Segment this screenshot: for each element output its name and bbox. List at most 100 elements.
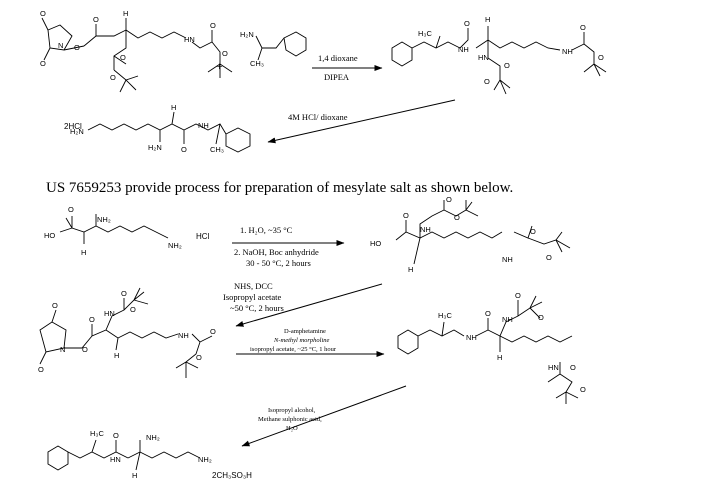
lisdexamfetamine-mesylate-structure: H₃C O NH₂ HN H NH₂: [47, 429, 212, 480]
salt-label: HCl: [196, 232, 210, 241]
atom-label: NH: [198, 121, 209, 130]
arrow2-condition: 4M HCl/ dioxane: [288, 112, 348, 122]
atom-label: HO: [370, 239, 381, 248]
step3-condition-3: isopropyl acetate, ~25 °C, 1 hour: [250, 346, 337, 353]
atom-label: H: [114, 351, 119, 360]
amphetamine-structure: H₂N CH₃: [240, 30, 307, 68]
atom-label: NH₂: [198, 455, 212, 464]
arrow1-condition-bottom: DIPEA: [324, 72, 350, 82]
di-boc-lisdexamfetamine-structure: H₃C O NH O O NH H HN O O: [397, 291, 586, 404]
atom-label: O: [530, 227, 536, 236]
atom-label: O: [121, 289, 127, 298]
scheme-1: O O N O H O O HN O O O + H₂N CH₃ 1,4 dio…: [40, 9, 607, 154]
atom-label: O: [110, 73, 116, 82]
atom-label: O: [598, 53, 604, 62]
atom-label: O: [210, 327, 216, 336]
atom-label: H₂N: [148, 143, 162, 152]
atom-label: O: [40, 9, 46, 18]
atom-label: O: [570, 363, 576, 372]
reaction-arrow-2: [267, 99, 456, 144]
atom-label: O: [89, 315, 95, 324]
atom-label: HN: [548, 363, 559, 372]
atom-label: H₂N: [240, 30, 254, 39]
step1-condition-2: 2. NaOH, Boc anhydride: [234, 247, 319, 257]
lisdexamfetamine-structure: H₂N H H₂N O NH CH₃: [70, 103, 251, 154]
step2-condition-2: Isopropyl acetate: [223, 292, 282, 302]
atom-label: NH: [420, 225, 431, 234]
atom-label: O: [130, 305, 136, 314]
atom-label: HN: [478, 53, 489, 62]
atom-label: O: [38, 365, 44, 374]
atom-label: O: [580, 23, 586, 32]
boc-protected-amide-structure: H₃C O H NH HN O O NH O O: [391, 15, 607, 95]
boc-lys-osu-structure: O O N O H O O HN O O O: [40, 9, 233, 93]
step4-condition-2: Methane sulphonic acid,: [258, 416, 322, 423]
atom-label: O: [504, 61, 510, 70]
atom-label: HO: [44, 231, 55, 240]
atom-label: O: [196, 353, 202, 362]
atom-label: NH₂: [168, 241, 182, 250]
step4-condition-3: H₂O: [286, 425, 298, 432]
atom-label: O: [210, 21, 216, 30]
atom-label: O: [454, 213, 460, 222]
atom-label: H: [497, 353, 502, 362]
atom-label: HN: [104, 309, 115, 318]
atom-label: O: [52, 301, 58, 310]
atom-label: O: [222, 49, 228, 58]
atom-label: NH: [178, 331, 189, 340]
step1-condition-3: 30 - 50 °C, 2 hours: [246, 258, 311, 268]
atom-label: N: [58, 41, 63, 50]
arrow1-condition-top: 1,4 dioxane: [318, 53, 358, 63]
atom-label: NH: [502, 315, 513, 324]
atom-label: O: [464, 19, 470, 28]
atom-label: O: [181, 145, 187, 154]
step4-condition-1: Isopropyl alcohol,: [268, 407, 316, 414]
atom-label: H₂N: [70, 127, 84, 136]
atom-label: H₃C: [418, 29, 432, 38]
atom-label: H₃C: [438, 311, 452, 320]
atom-label: H: [408, 265, 413, 274]
atom-label: NH₂: [97, 215, 111, 224]
atom-label: H₃C: [90, 429, 104, 438]
atom-label: O: [515, 291, 521, 300]
atom-label: O: [446, 195, 452, 204]
step2-condition-1: NHS, DCC: [234, 281, 273, 291]
atom-label: O: [68, 205, 74, 214]
step3-condition-1: D-amphetamine: [284, 328, 326, 335]
salt-label: 2HCl: [64, 122, 82, 131]
step2-condition-3: ~50 °C, 2 hours: [230, 303, 284, 313]
lysine-hcl-structure: O HO NH₂ H NH₂: [44, 205, 182, 257]
atom-label: O: [403, 211, 409, 220]
atom-label: O: [93, 15, 99, 24]
atom-label: O: [74, 43, 80, 52]
salt-label: 2CH₃SO₃H: [212, 471, 252, 480]
atom-label: H: [123, 9, 128, 18]
atom-label: NH: [466, 333, 477, 342]
atom-label: O: [82, 345, 88, 354]
di-boc-lysine-osu-ester-structure: O O N O O HN O O H NH O O: [38, 287, 216, 378]
atom-label: NH: [502, 255, 513, 264]
atom-label: CH₃: [250, 59, 264, 68]
di-boc-lysine-structure: O HO NH O O H NH O O: [370, 195, 571, 274]
atom-label: NH: [458, 45, 469, 54]
atom-label: H: [132, 471, 137, 480]
step1-condition-1: 1. H₂O, ~35 °C: [240, 225, 293, 235]
atom-label: CH₃: [210, 145, 224, 154]
atom-label: O: [538, 313, 544, 322]
atom-label: NH₂: [146, 433, 160, 442]
step3-condition-2: N-methyl morpholine: [273, 337, 330, 344]
scheme-2: O HO NH₂ H NH₂ HCl 1. H₂O, ~35 °C 2. NaO…: [38, 195, 586, 480]
atom-label: N: [60, 345, 65, 354]
atom-label: O: [546, 253, 552, 262]
atom-label: O: [484, 77, 490, 86]
atom-label: HN: [184, 35, 195, 44]
plus-sign: +: [216, 59, 223, 73]
reaction-arrow-step4: [241, 385, 407, 447]
section-heading: US 7659253 provide process for preparati…: [46, 180, 513, 196]
reaction-arrow-step2: [235, 283, 383, 327]
atom-label: O: [485, 309, 491, 318]
atom-label: NH: [562, 47, 573, 56]
atom-label: HN: [110, 455, 121, 464]
atom-label: O: [40, 59, 46, 68]
